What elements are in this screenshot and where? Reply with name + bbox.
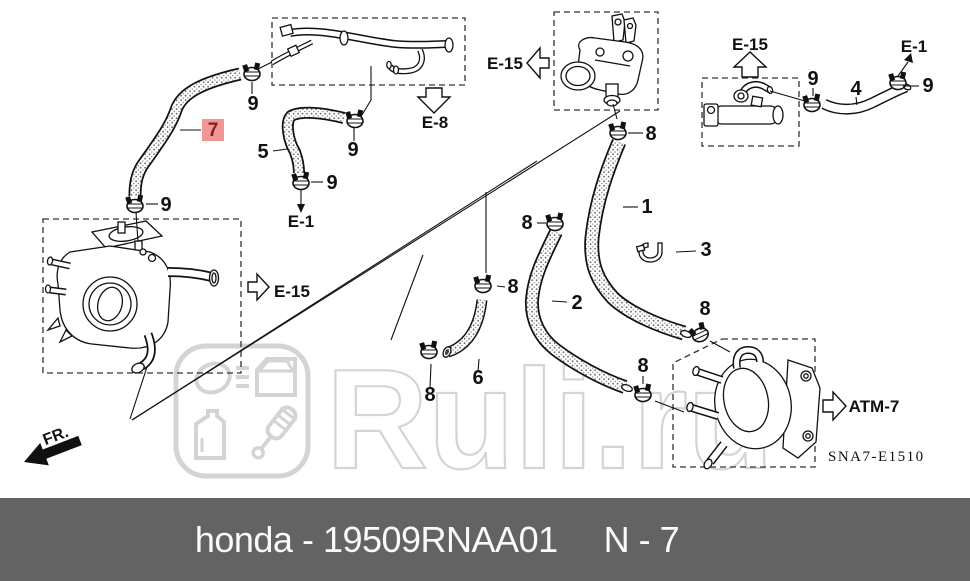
part-callout: 9 <box>922 75 933 97</box>
hose-1 <box>584 139 692 341</box>
clamp-9 <box>290 170 310 191</box>
part-callout: 9 <box>160 194 171 216</box>
clamp-8 <box>472 273 492 294</box>
ref-label-e1: E-1 <box>288 212 314 231</box>
hoses <box>128 67 912 394</box>
throttle-body-sketch <box>44 220 220 374</box>
box-water-passage <box>701 77 800 147</box>
hose-7-water-hose <box>128 67 242 197</box>
hose-2 <box>524 228 633 394</box>
part-callout: 3 <box>700 239 711 261</box>
clamp-8 <box>607 120 627 141</box>
front-direction-arrow: FR. <box>24 424 82 466</box>
clamp-9 <box>241 61 261 82</box>
e1-down-arrow <box>297 189 305 213</box>
ref-label-e15: E-15 <box>274 282 310 301</box>
ref-label-e8: E-8 <box>422 113 448 132</box>
part-callout: 5 <box>257 141 268 163</box>
part-callout: 8 <box>637 355 648 377</box>
box-atf-warmer <box>672 338 816 468</box>
e15-arrow-right <box>247 272 270 302</box>
watermark-shock-icon <box>251 405 298 460</box>
watermark-headlamp-icon <box>194 361 249 395</box>
hose-diagram-canvas: Ruli.ru <box>24 11 934 498</box>
hose-6 <box>442 299 488 358</box>
magnification-wedge-lines <box>129 110 621 421</box>
watermark-text: Ruli.ru <box>326 340 774 498</box>
watermark: Ruli.ru <box>173 339 775 498</box>
footer-page-ref: N - 7 <box>603 518 680 560</box>
part-callout: 8 <box>699 298 710 320</box>
part-callout: 6 <box>472 367 483 389</box>
clamp-9 <box>887 70 907 91</box>
part-callout: 2 <box>571 292 582 314</box>
water-passage-sketch <box>703 80 784 127</box>
ref-label-e1: E-1 <box>901 37 927 56</box>
diagram-code: SNA7-E1510 <box>828 449 925 465</box>
water-hose-assembly-sketch <box>270 23 454 75</box>
ref-label-e15: E-15 <box>732 35 768 54</box>
leader-lines <box>135 53 919 413</box>
hose-clamps <box>124 61 907 403</box>
part-callout: 9 <box>807 68 818 90</box>
clamp-8 <box>544 211 564 232</box>
box-throttle-body <box>42 218 242 374</box>
atm7-arrow-right <box>822 390 847 422</box>
e15-arrow-left <box>526 46 550 80</box>
part-callout: 8 <box>507 276 518 298</box>
part-callout: 4 <box>850 78 862 100</box>
clamp-9 <box>124 193 144 214</box>
e15-arrow-up <box>732 51 768 78</box>
part-callout: 9 <box>247 93 258 115</box>
e1-up-arrow <box>897 53 913 77</box>
highlighted-part-number: 7 <box>208 120 219 141</box>
clamp-9 <box>801 92 821 113</box>
part-callout: 8 <box>645 123 656 145</box>
part-callout: 9 <box>326 172 337 194</box>
thermostat-sketch <box>560 13 644 107</box>
footer-bar: honda - 19509RNAA01 N - 7 <box>0 498 970 581</box>
reference-labels: E-8 E-15 E-15 E-1 E-1 E-15 ATM-7 <box>274 35 927 416</box>
part-callout: 1 <box>641 196 652 218</box>
ref-label-e15: E-15 <box>487 54 523 73</box>
watermark-door-icon <box>255 357 297 397</box>
watermark-oil-can-icon <box>194 409 226 460</box>
clamp-9 <box>344 108 364 129</box>
hose-5 <box>281 106 346 174</box>
ref-label-atm7: ATM-7 <box>849 397 900 416</box>
part-callouts: 9 9 5 9 9 8 8 1 3 8 6 8 2 8 8 9 4 9 <box>160 68 933 406</box>
part-callout: 9 <box>347 139 358 161</box>
footer-part-number: honda - 19509RNAA01 <box>194 518 558 560</box>
box-thermostat <box>553 11 659 111</box>
part-callout: 8 <box>424 384 435 406</box>
e8-arrow-down <box>416 87 452 114</box>
clamp-3-bracket <box>635 242 663 263</box>
highlighted-part-7-label[interactable]: 7 <box>202 119 224 141</box>
atf-warmer-sketch <box>686 345 821 470</box>
part-callout: 8 <box>521 212 532 234</box>
